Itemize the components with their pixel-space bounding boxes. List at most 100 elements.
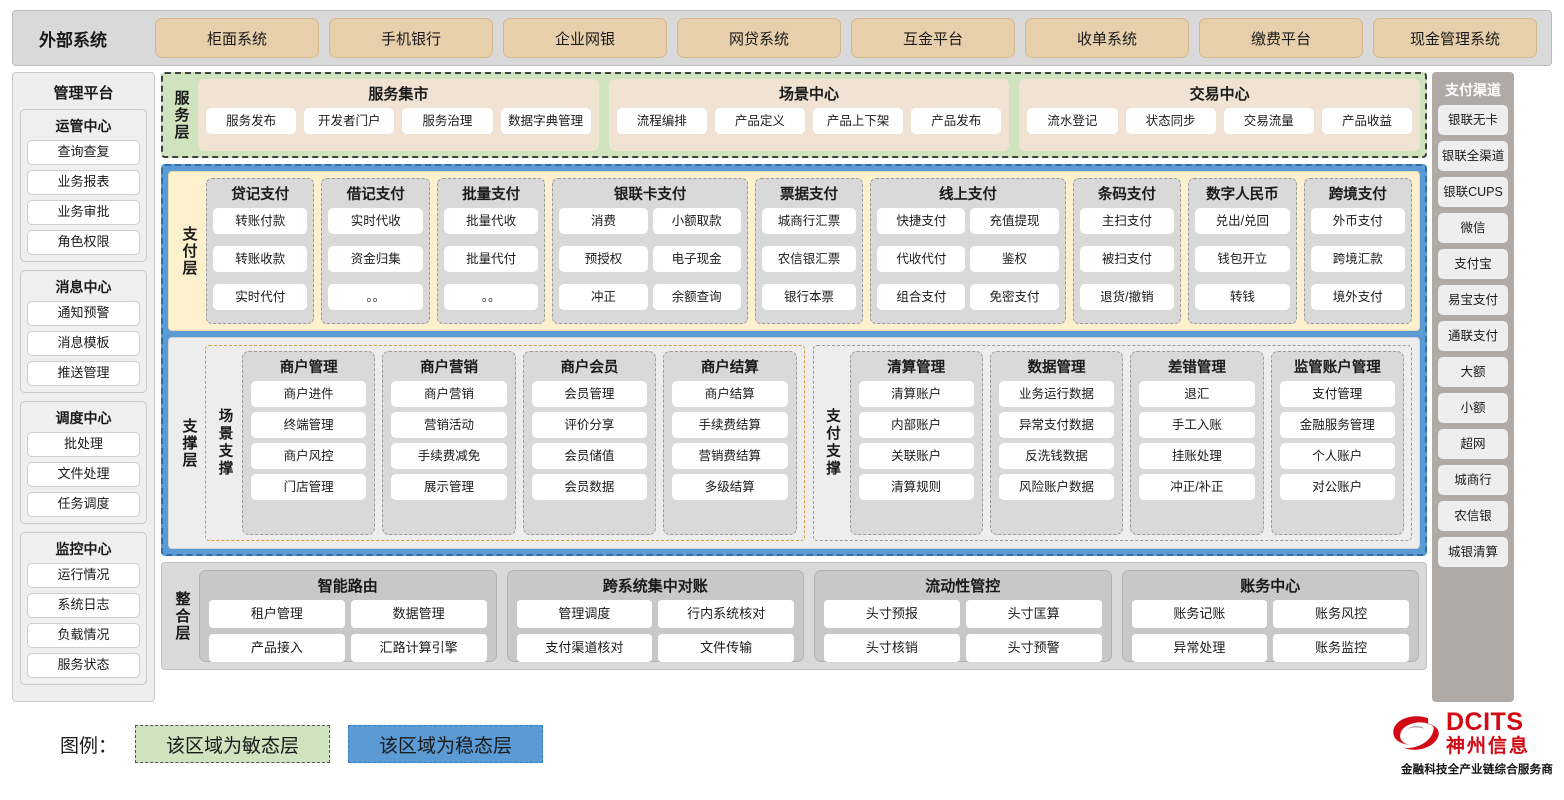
- integration-item[interactable]: 账务监控: [1273, 634, 1409, 662]
- payment-channel-item[interactable]: 银联无卡: [1438, 105, 1508, 135]
- integration-item[interactable]: 头寸预警: [965, 634, 1102, 662]
- service-item[interactable]: 开发者门户: [304, 108, 395, 134]
- payment-channel-item[interactable]: 城银清算: [1438, 537, 1508, 567]
- payment-item[interactable]: 预授权: [559, 246, 648, 272]
- external-system-item[interactable]: 现金管理系统: [1373, 18, 1537, 58]
- service-item[interactable]: 状态同步: [1125, 108, 1216, 134]
- integration-item[interactable]: 产品接入: [209, 634, 345, 662]
- service-item[interactable]: 产品发布: [911, 108, 1002, 134]
- external-system-item[interactable]: 企业网银: [503, 18, 667, 58]
- support-item[interactable]: 商户风控: [251, 443, 367, 469]
- payment-channel-item[interactable]: 大额: [1438, 357, 1508, 387]
- payment-channel-item[interactable]: 小额: [1438, 393, 1508, 423]
- support-item[interactable]: 挂账处理: [1139, 443, 1255, 469]
- support-item[interactable]: 手续费减免: [391, 443, 507, 469]
- sidebar-item[interactable]: 服务状态: [27, 653, 140, 678]
- support-item[interactable]: 反洗钱数据: [998, 443, 1115, 469]
- integration-item[interactable]: 租户管理: [209, 600, 345, 628]
- payment-item[interactable]: 兑出/兑回: [1195, 208, 1290, 234]
- sidebar-item[interactable]: 负载情况: [27, 623, 140, 648]
- payment-item[interactable]: 被扫支付: [1079, 246, 1175, 272]
- payment-channel-item[interactable]: 城商行: [1438, 465, 1508, 495]
- integration-item[interactable]: 文件传输: [658, 634, 794, 662]
- support-item[interactable]: 评价分享: [531, 412, 648, 438]
- payment-channel-item[interactable]: 微信: [1438, 213, 1508, 243]
- payment-channel-item[interactable]: 银联全渠道: [1438, 141, 1508, 171]
- sidebar-item[interactable]: 批处理: [27, 432, 140, 457]
- support-item[interactable]: 内部账户: [858, 412, 974, 438]
- sidebar-item[interactable]: 角色权限: [27, 230, 140, 255]
- external-system-item[interactable]: 网贷系统: [677, 18, 841, 58]
- integration-item[interactable]: 数据管理: [350, 600, 487, 628]
- payment-item[interactable]: 转账付款: [213, 208, 308, 234]
- support-item[interactable]: 支付管理: [1279, 381, 1395, 407]
- service-item[interactable]: 产品上下架: [813, 108, 904, 134]
- support-item[interactable]: 门店管理: [251, 474, 367, 500]
- payment-item[interactable]: 批量代付: [443, 246, 539, 272]
- support-item[interactable]: 清算规则: [858, 474, 974, 500]
- payment-item[interactable]: 农信银汇票: [761, 246, 857, 272]
- sidebar-item[interactable]: 运行情况: [27, 563, 140, 588]
- support-item[interactable]: 退汇: [1139, 381, 1255, 407]
- sidebar-item[interactable]: 业务审批: [27, 200, 140, 225]
- integration-item[interactable]: 管理调度: [516, 600, 653, 628]
- external-system-item[interactable]: 缴费平台: [1199, 18, 1363, 58]
- payment-item[interactable]: 境外支付: [1310, 284, 1406, 310]
- support-item[interactable]: 会员数据: [531, 474, 648, 500]
- support-item[interactable]: 营销费结算: [672, 443, 788, 469]
- payment-item[interactable]: 快捷支付: [877, 208, 966, 234]
- payment-item[interactable]: 实时代收: [328, 208, 423, 234]
- support-item[interactable]: 商户营销: [391, 381, 507, 407]
- support-item[interactable]: 对公账户: [1279, 474, 1395, 500]
- external-system-item[interactable]: 柜面系统: [155, 18, 319, 58]
- service-item[interactable]: 服务发布: [206, 108, 297, 134]
- payment-item[interactable]: 余额查询: [652, 284, 741, 310]
- integration-item[interactable]: 支付渠道核对: [516, 634, 653, 662]
- payment-channel-item[interactable]: 通联支付: [1438, 321, 1508, 351]
- external-system-item[interactable]: 互金平台: [851, 18, 1015, 58]
- payment-channel-item[interactable]: 支付宝: [1438, 249, 1508, 279]
- payment-item[interactable]: 资金归集: [328, 246, 423, 272]
- integration-item[interactable]: 异常处理: [1131, 634, 1268, 662]
- support-item[interactable]: 商户进件: [251, 381, 367, 407]
- service-item[interactable]: 产品收益: [1321, 108, 1413, 134]
- payment-item[interactable]: 实时代付: [213, 284, 308, 310]
- payment-item[interactable]: 。。: [328, 284, 423, 310]
- external-system-item[interactable]: 收单系统: [1025, 18, 1189, 58]
- payment-item[interactable]: 主扫支付: [1079, 208, 1175, 234]
- support-item[interactable]: 异常支付数据: [998, 412, 1115, 438]
- integration-item[interactable]: 头寸核销: [824, 634, 960, 662]
- payment-item[interactable]: 跨境汇款: [1310, 246, 1406, 272]
- payment-item[interactable]: 消费: [559, 208, 648, 234]
- sidebar-item[interactable]: 任务调度: [27, 492, 140, 517]
- integration-item[interactable]: 账务记账: [1131, 600, 1268, 628]
- payment-channel-item[interactable]: 农信银: [1438, 501, 1508, 531]
- support-item[interactable]: 清算账户: [858, 381, 974, 407]
- support-item[interactable]: 会员管理: [531, 381, 648, 407]
- integration-item[interactable]: 头寸匡算: [965, 600, 1102, 628]
- payment-item[interactable]: 充值提现: [970, 208, 1059, 234]
- service-item[interactable]: 服务治理: [402, 108, 493, 134]
- payment-item[interactable]: 外币支付: [1310, 208, 1406, 234]
- payment-item[interactable]: 小额取款: [652, 208, 741, 234]
- integration-item[interactable]: 汇路计算引擎: [350, 634, 487, 662]
- support-item[interactable]: 展示管理: [391, 474, 507, 500]
- payment-item[interactable]: 钱包开立: [1195, 246, 1290, 272]
- sidebar-item[interactable]: 推送管理: [27, 361, 140, 386]
- payment-item[interactable]: 。。: [443, 284, 539, 310]
- payment-item[interactable]: 免密支付: [970, 284, 1059, 310]
- payment-channel-item[interactable]: 银联CUPS: [1438, 177, 1508, 207]
- payment-channel-item[interactable]: 超网: [1438, 429, 1508, 459]
- payment-item[interactable]: 电子现金: [652, 246, 741, 272]
- support-item[interactable]: 手续费结算: [672, 412, 788, 438]
- payment-item[interactable]: 批量代收: [443, 208, 539, 234]
- support-item[interactable]: 多级结算: [672, 474, 788, 500]
- payment-item[interactable]: 鉴权: [970, 246, 1059, 272]
- support-item[interactable]: 个人账户: [1279, 443, 1395, 469]
- payment-item[interactable]: 退货/撤销: [1079, 284, 1175, 310]
- support-item[interactable]: 冲正/补正: [1139, 474, 1255, 500]
- support-item[interactable]: 风险账户数据: [998, 474, 1115, 500]
- sidebar-item[interactable]: 业务报表: [27, 170, 140, 195]
- sidebar-item[interactable]: 查询查复: [27, 140, 140, 165]
- payment-item[interactable]: 冲正: [559, 284, 648, 310]
